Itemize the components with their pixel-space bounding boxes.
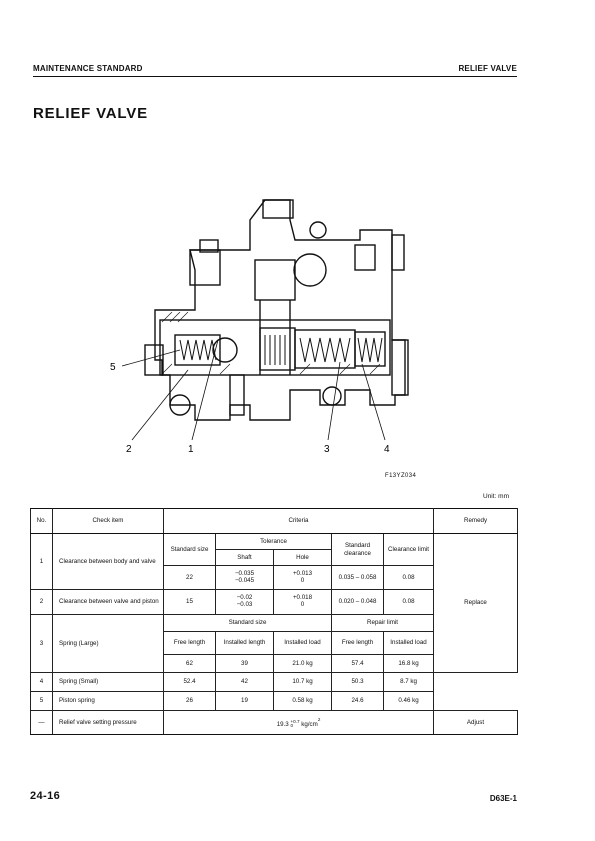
label-installed-load: Installed load xyxy=(273,631,332,655)
col-remedy: Remedy xyxy=(433,508,519,534)
figure-code: F13YZ034 xyxy=(385,473,417,479)
cell-free-length: 52.4 xyxy=(163,672,216,692)
cell-installed-load: 0.58 kg xyxy=(273,691,332,711)
col-criteria: Criteria xyxy=(162,508,435,534)
page-title: RELIEF VALVE xyxy=(33,105,148,122)
cell-standard-clearance: 0.020 – 0.048 xyxy=(331,589,384,615)
remedy-adjust: Adjust xyxy=(433,710,519,735)
table-row: 4 Spring (Small) 52.4 42 10.7 kg 50.3 8.… xyxy=(30,672,518,692)
label-clearance-limit: Clearance limit xyxy=(382,533,435,566)
cell-repair-load: 16.8 kg xyxy=(382,654,435,673)
row-no: 1 xyxy=(30,533,53,590)
header-rule xyxy=(33,76,517,77)
cell-repair-free-length: 50.3 xyxy=(331,672,384,692)
cell-size: 15 xyxy=(163,589,216,615)
cell-installed-load: 21.0 kg xyxy=(273,654,332,673)
model-code: D63E-1 xyxy=(489,794,517,803)
callout-2: 2 xyxy=(126,444,132,455)
row-no: 4 xyxy=(30,672,53,692)
row-no: 2 xyxy=(30,589,53,615)
label-standard-size: Standard size xyxy=(163,533,216,566)
row-item: Relief valve setting pressure xyxy=(52,710,164,735)
cell-installed-load: 10.7 kg xyxy=(273,672,332,692)
label-repair-installed-load: Installed load xyxy=(382,631,435,655)
cell-repair-free-length: 24.6 xyxy=(331,691,384,711)
cell-shaft-tolerance: −0.02−0.03 xyxy=(215,589,274,615)
label-repair-free-length: Free length xyxy=(331,631,384,655)
col-no: No. xyxy=(30,508,53,534)
row-no: 5 xyxy=(30,691,53,711)
cell-size: 22 xyxy=(163,565,216,590)
callout-5: 5 xyxy=(110,362,116,373)
label-free-length: Free length xyxy=(163,631,216,655)
table-row: 62 39 21.0 kg 57.4 16.8 kg xyxy=(31,654,518,673)
cell-clearance-limit: 0.08 xyxy=(382,589,435,615)
cell-repair-free-length: 57.4 xyxy=(331,654,384,673)
cell-shaft-tolerance: −0.035−0.045 xyxy=(215,565,274,590)
table-header-row: No. Check item Criteria Remedy xyxy=(30,508,519,534)
col-check-item: Check item xyxy=(52,508,164,534)
table-row: 2 Clearance between valve and piston 15 … xyxy=(30,589,518,615)
cell-repair-load: 8.7 kg xyxy=(382,672,435,692)
row-item: Clearance between body and valve xyxy=(52,533,164,590)
table-row: 5 Piston spring 26 19 0.58 kg 24.6 0.46 … xyxy=(30,691,518,711)
callout-3: 3 xyxy=(324,444,330,455)
cell-installed-length: 19 xyxy=(215,691,274,711)
row-item: Piston spring xyxy=(52,691,164,711)
relief-valve-drawing: 5 2 1 3 4 xyxy=(110,199,409,455)
header-topic: RELIEF VALVE xyxy=(458,64,517,73)
row-item: Spring (Small) xyxy=(52,672,164,692)
remedy-replace: Replace xyxy=(433,533,519,673)
label-tolerance: Tolerance xyxy=(215,533,332,550)
row-no: 3 xyxy=(30,614,53,673)
table-row: 1 Clearance between body and valve Stand… xyxy=(30,533,519,673)
row-item: Clearance between valve and piston xyxy=(52,589,164,615)
label-standard-size: Standard size xyxy=(163,614,332,632)
label-shaft: Shaft xyxy=(215,549,274,566)
table-row: — Relief valve setting pressure 19.3 +0.… xyxy=(30,710,519,735)
cell-standard-clearance: 0.035 – 0.058 xyxy=(331,565,384,590)
row-no: — xyxy=(30,710,53,735)
row-item: Spring (Large) xyxy=(52,614,164,673)
cell-free-length: 62 xyxy=(163,654,216,673)
header-section-title: MAINTENANCE STANDARD xyxy=(33,64,143,73)
cell-clearance-limit: 0.08 xyxy=(382,565,435,590)
table-row: 3 Spring (Large) Standard size Repair li… xyxy=(30,614,518,673)
cell-installed-length: 42 xyxy=(215,672,274,692)
unit-note: Unit: mm xyxy=(483,493,509,500)
table-row: Free length Installed length Installed l… xyxy=(31,631,518,655)
maintenance-standard-table: No. Check item Criteria Remedy 1 Clearan… xyxy=(30,508,519,735)
cell-repair-load: 0.46 kg xyxy=(382,691,435,711)
label-repair-limit: Repair limit xyxy=(330,614,435,632)
label-installed-length: Installed length xyxy=(215,631,274,655)
cell-installed-length: 39 xyxy=(215,654,274,673)
callout-4: 4 xyxy=(384,444,390,455)
page-number: 24-16 xyxy=(30,790,61,802)
callout-1: 1 xyxy=(188,444,194,455)
label-standard-clearance: Standard clearance xyxy=(331,533,384,566)
cell-free-length: 26 xyxy=(163,691,216,711)
label-hole: Hole xyxy=(273,549,332,566)
